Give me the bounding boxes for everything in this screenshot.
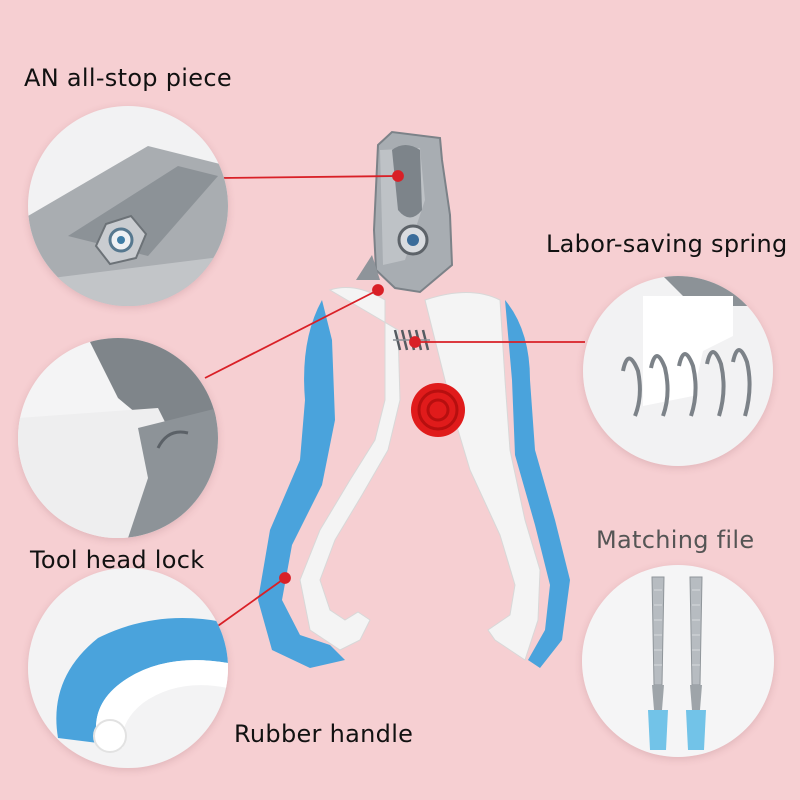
label-rubber-handle: Rubber handle xyxy=(234,720,414,748)
lock-detail-circle xyxy=(18,338,218,538)
handle-detail-image xyxy=(28,568,228,768)
label-spring: Labor-saving spring xyxy=(546,230,788,258)
bolt-detail-circle xyxy=(28,106,228,306)
label-tool-head-lock: Tool head lock xyxy=(30,546,205,574)
bolt-detail-image xyxy=(28,106,228,306)
spring-detail-image xyxy=(583,276,773,466)
lock-detail-image xyxy=(18,338,218,538)
label-stop-piece: AN all-stop piece xyxy=(24,64,232,92)
file-detail-image xyxy=(582,565,774,757)
handle-detail-circle xyxy=(28,568,228,768)
label-matching-file: Matching file xyxy=(596,526,755,554)
file-detail-circle xyxy=(582,565,774,757)
spring-detail-circle xyxy=(583,276,773,466)
